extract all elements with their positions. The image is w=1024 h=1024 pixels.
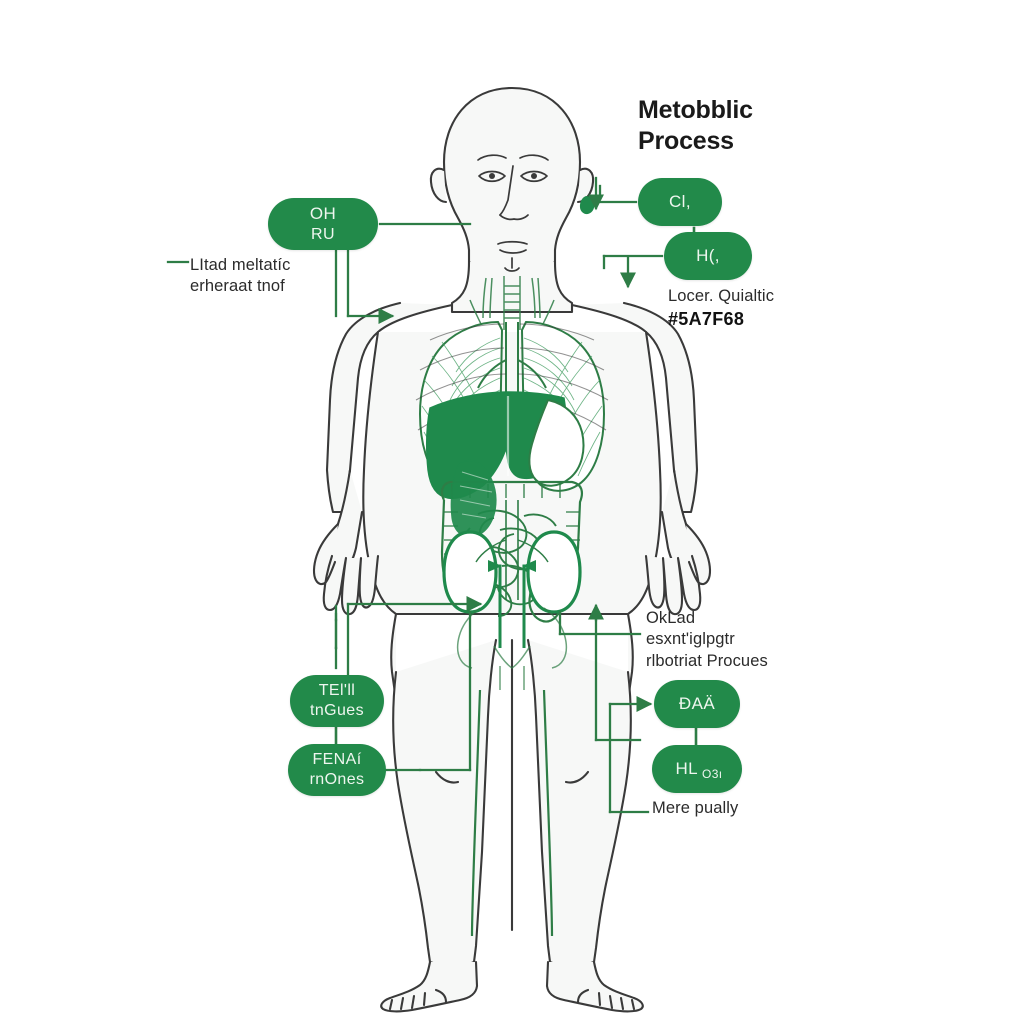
node-oh-ru-line-2: RU (311, 225, 335, 243)
kidneys (442, 500, 582, 648)
node-hl-o3[interactable]: HL O3ı (652, 745, 742, 793)
page-title-line-2: Process (638, 126, 734, 155)
node-tell-tngues[interactable]: TEl'll tnGues (290, 675, 384, 727)
stomach (528, 398, 585, 487)
node-fenai-rnones[interactable]: FENAí rnOnes (288, 744, 386, 796)
node-bar-label: ÐAÄ (678, 694, 716, 714)
leg-vessels (470, 689, 554, 937)
node-hl-o3-group: HL O3ı (675, 758, 722, 781)
node-bar[interactable]: ÐAÄ (654, 680, 740, 728)
node-hl-o3-sub: O3ı (702, 767, 723, 782)
node-oh-ru[interactable]: OH RU (268, 198, 378, 250)
node-cl[interactable]: Cl, (638, 178, 722, 226)
caption-mere: Mere pually (652, 799, 739, 817)
caption-oklad: OkLad esxnt'iglpgtr rlbotriat Procues (646, 609, 768, 670)
node-oh-ru-line-1: OH (309, 203, 337, 223)
face-features (477, 154, 549, 272)
caption-locer: Locer. Quialtic (668, 287, 775, 305)
node-cl-label: Cl, (669, 192, 691, 212)
caption-litad: LItad meltatíc erheraat tnof (190, 256, 291, 296)
page-title: Metobblic Process (638, 95, 878, 156)
node-fenai-line-2: rnOnes (309, 771, 365, 788)
node-hl-top-label: H(, (696, 246, 720, 266)
page-title-line-1: Metobblic (638, 96, 753, 124)
node-tell-line-2: tnGues (310, 702, 364, 719)
node-fenai-line-1: FENAí (312, 750, 362, 768)
caption-hex-code: #5A7F68 (668, 309, 745, 329)
node-hl-o3-label: HL (675, 759, 698, 779)
node-hl-top[interactable]: H(, (664, 232, 752, 280)
node-tell-line-1: TEl'll (318, 681, 356, 699)
cecum-highlight (450, 459, 497, 538)
